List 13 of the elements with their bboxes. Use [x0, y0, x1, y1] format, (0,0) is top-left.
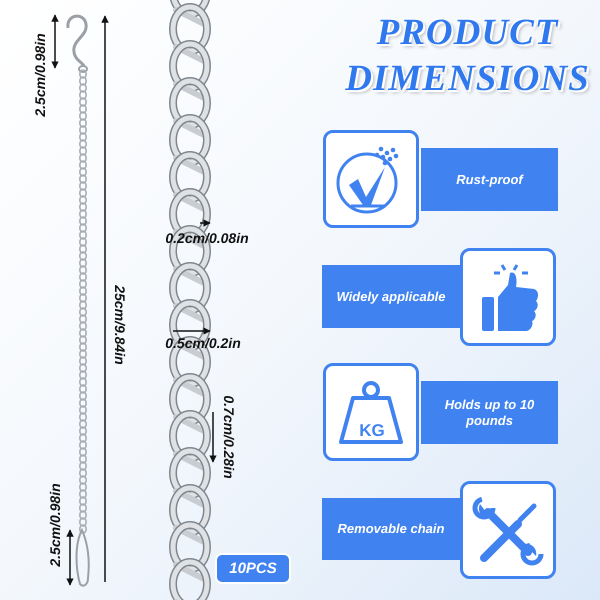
dimension-label: 0.2cm/0.08in [165, 230, 249, 246]
dimension-label: 0.5cm/0.2in [165, 335, 241, 351]
dimension-label: 25cm/9.84in [112, 285, 128, 365]
weight-unit-text: KG [359, 421, 385, 441]
feature-banner: Rust-proof [421, 148, 558, 211]
feature-banner: Holds up to 10 pounds [421, 381, 558, 444]
dimension-label: 2.5cm/0.98in [47, 483, 63, 567]
dimension-label: 2.5cm/0.98in [32, 33, 48, 117]
feature-banner: Widely applicable [322, 265, 460, 328]
dimension-label: 0.7cm/0.28in [221, 395, 237, 479]
title: PRODUCT DIMENSIONS [344, 11, 591, 101]
quantity-badge: 10PCS [217, 555, 289, 582]
feature-banner: Removable chain [322, 498, 460, 560]
